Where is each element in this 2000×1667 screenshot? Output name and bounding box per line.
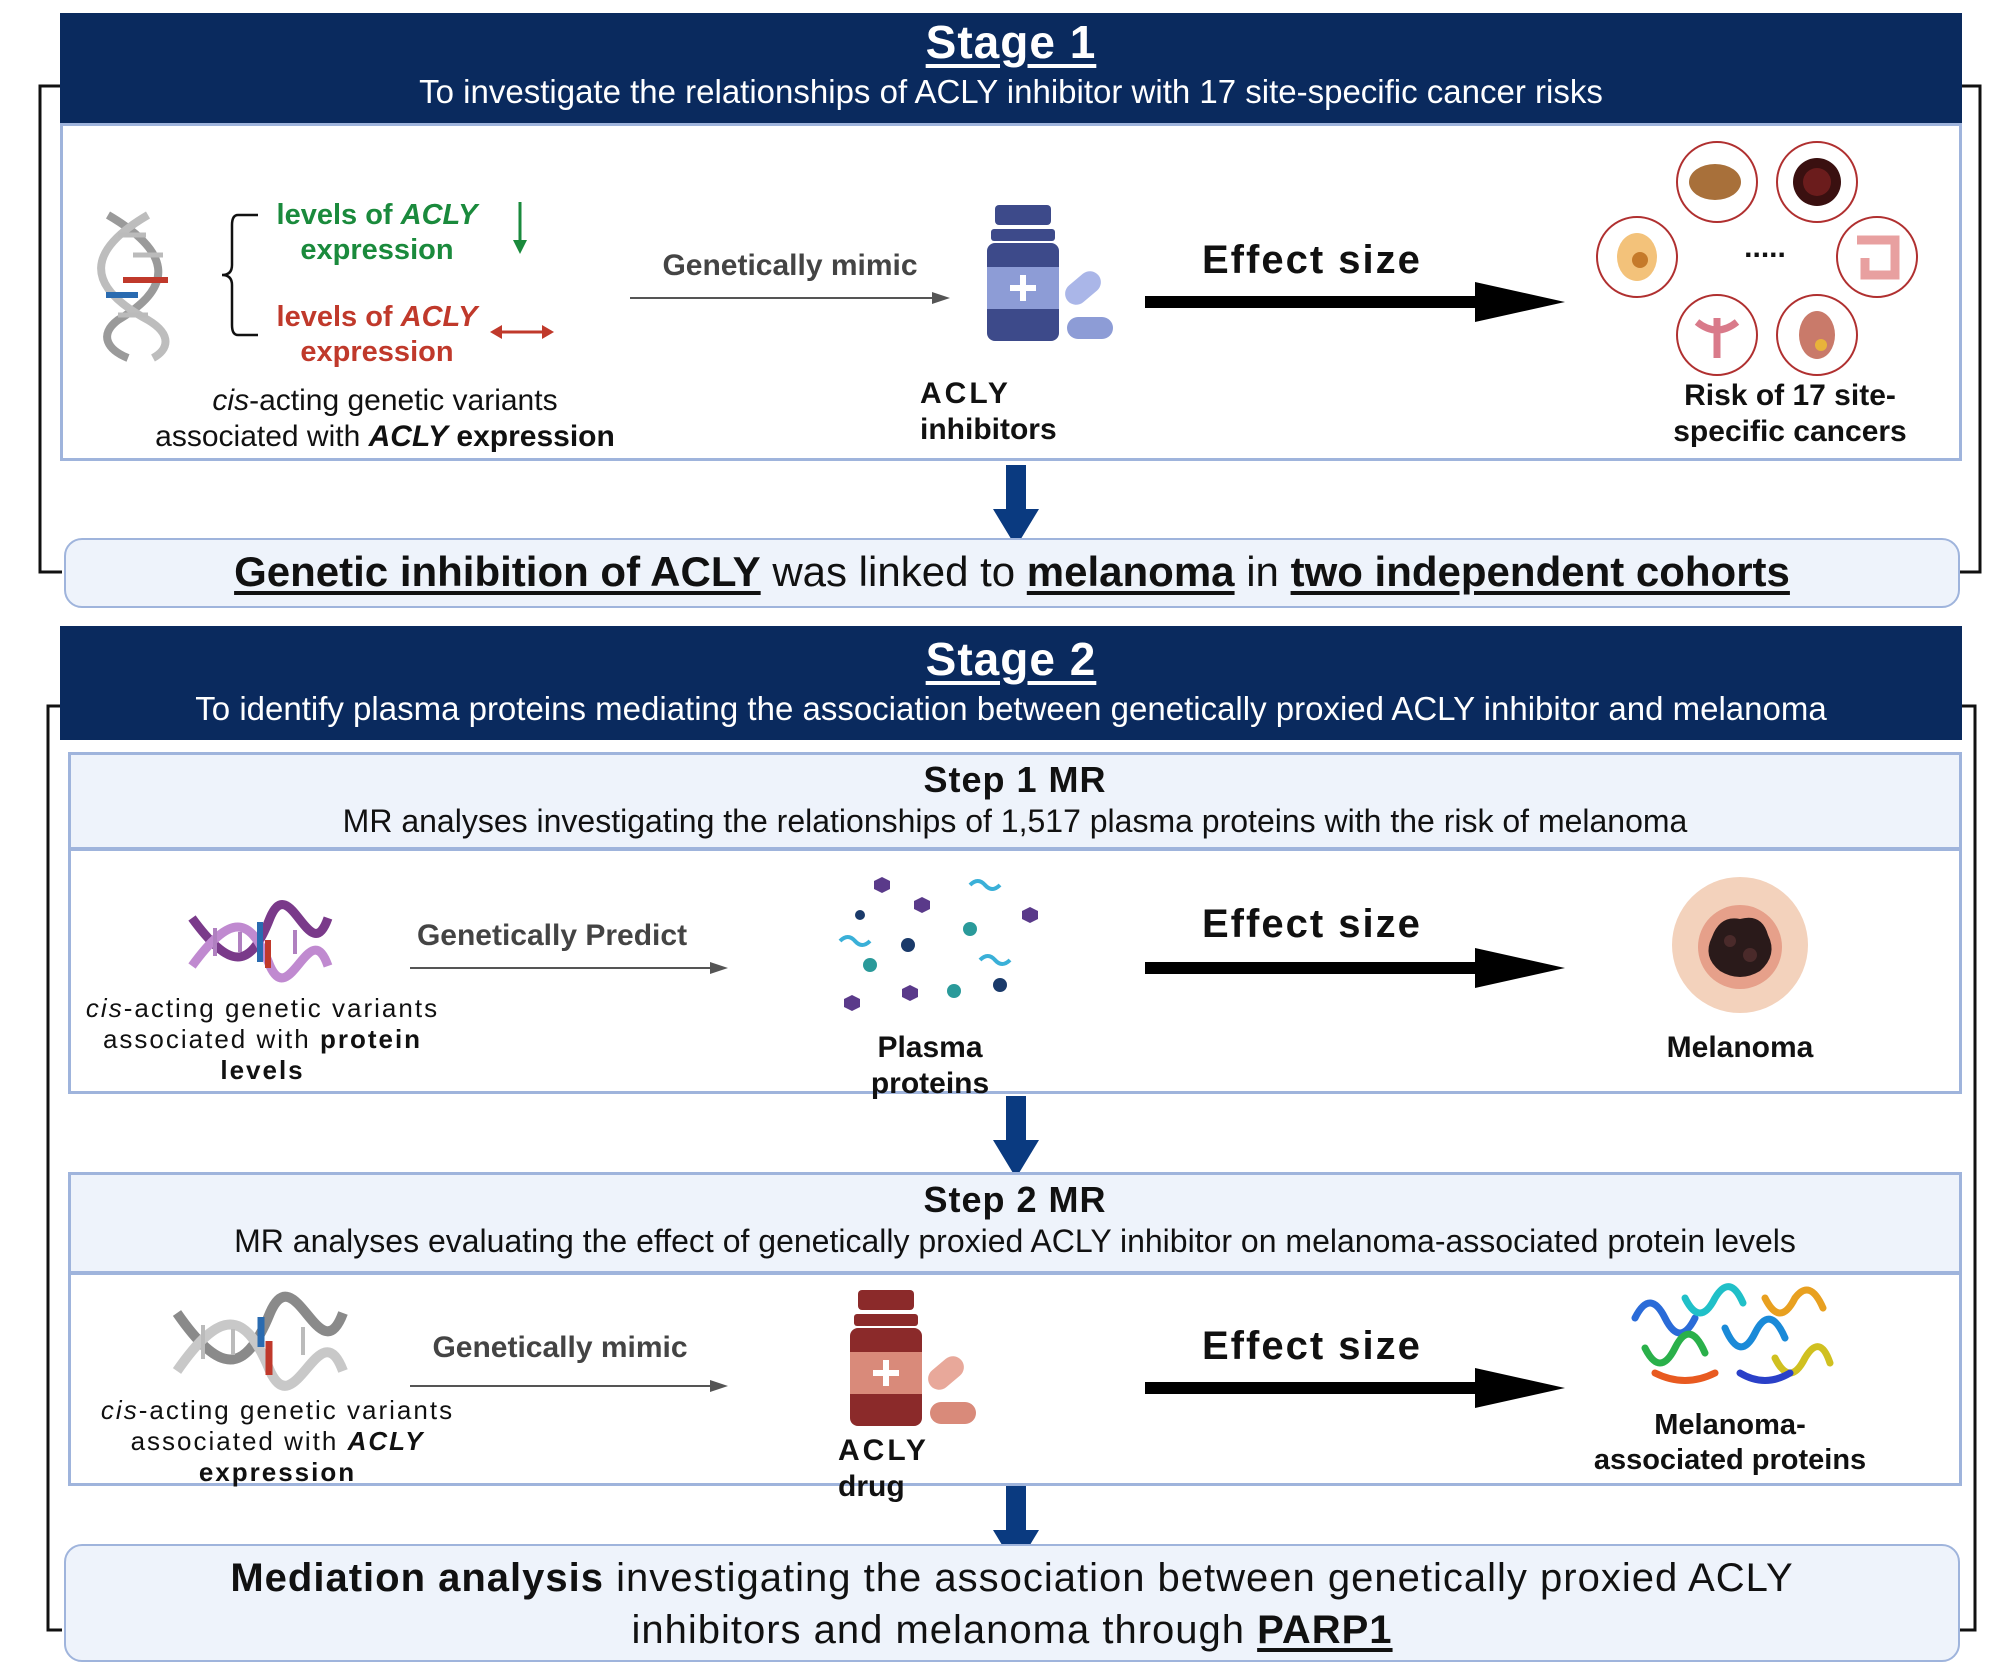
cancer-organs-icon — [1596, 141, 1918, 376]
stage2-title: Stage 2 — [925, 633, 1097, 685]
mediation-rest1: investigating the association between ge… — [604, 1556, 1794, 1600]
stage1-down-arrow — [993, 465, 1039, 547]
organs-ellipsis: ..... — [1744, 231, 1786, 264]
predict-arrow — [410, 962, 728, 974]
plasma-proteins-label: Plasma proteins — [830, 1030, 1030, 1102]
drug-bottle-icon — [987, 205, 1113, 341]
gene-name: ACLY — [400, 199, 478, 231]
protein-structure-icon — [1631, 1283, 1834, 1384]
drug-bottle-red-icon — [850, 1290, 976, 1426]
step1-panel — [68, 848, 1962, 1094]
dna-purple-icon — [188, 900, 333, 983]
outcome-line1: Risk of 17 site- — [1684, 379, 1896, 412]
outcome-line1: Melanoma- — [1654, 1409, 1806, 1441]
drug-label-2: inhibitors — [920, 413, 1057, 446]
step2-effect-label: Effect size — [1202, 1324, 1422, 1368]
dna-icon — [97, 211, 170, 362]
stage1-variants-label: cis-acting genetic variants associated w… — [135, 383, 635, 455]
stage1-title: Stage 1 — [925, 16, 1097, 68]
step2-outcome-label: Melanoma- associated proteins — [1570, 1408, 1890, 1478]
mimic-arrow — [630, 292, 950, 304]
stage1-effect-label: Effect size — [1202, 238, 1422, 282]
expression-word: expression — [300, 233, 454, 266]
dna-grey-icon — [172, 1291, 348, 1391]
result-linked: was linked to — [760, 548, 1027, 595]
result-in: in — [1234, 548, 1291, 595]
mimic-label: Genetically mimic — [662, 249, 918, 282]
predict-label: Genetically Predict — [416, 919, 688, 952]
stage2-banner: Stage 2 To identify plasma proteins medi… — [60, 626, 1962, 740]
variants-gene: ACLY — [347, 1426, 425, 1457]
cis-word: cis — [212, 384, 250, 417]
step2-variants-label: cis-acting genetic variants associated w… — [85, 1395, 470, 1489]
plasma-proteins-icon — [838, 877, 1038, 1011]
variants-line1: -acting genetic variants — [123, 993, 440, 1023]
variants-line1: -acting genetic variants — [249, 384, 558, 417]
high-expression-label: levels of ACLY expression — [262, 198, 492, 268]
melanoma-label: Melanoma — [1666, 1031, 1814, 1064]
mediation-rest2: inhibitors and melanoma through — [631, 1608, 1258, 1652]
proteins-line1: Plasma — [877, 1031, 983, 1064]
step1-effect-label: Effect size — [1202, 902, 1422, 946]
step1-title: Step 1 MR — [923, 759, 1107, 800]
cis-word: cis — [100, 1395, 139, 1425]
stage1-result: Genetic inhibition of ACLY was linked to… — [64, 538, 1960, 608]
mediation-target: PARP1 — [1257, 1608, 1393, 1652]
bidirectional-arrow-icon — [490, 325, 554, 339]
step2-effect-arrow — [1145, 1368, 1565, 1408]
brace-icon — [221, 213, 258, 337]
down-arrow-icon — [513, 202, 527, 254]
outcome-line2: specific cancers — [1673, 415, 1907, 448]
level-prefix: levels of — [276, 301, 401, 333]
mediation-box: Mediation analysis investigating the ass… — [64, 1544, 1960, 1662]
variants-line2b: protein — [319, 1024, 423, 1055]
variants-line2b: expression — [448, 420, 615, 453]
variants-line1: -acting genetic variants — [138, 1395, 455, 1425]
stage1-banner: Stage 1 To investigate the relationships… — [60, 13, 1962, 123]
drug-line2: drug — [838, 1470, 905, 1503]
stage2-subtitle: To identify plasma proteins mediating th… — [195, 690, 1827, 727]
drug-label-1: ACLY — [920, 377, 1011, 410]
variants-line3: levels — [220, 1055, 305, 1086]
variants-line3: expression — [198, 1457, 357, 1488]
gene-name: ACLY — [400, 301, 478, 333]
result-genetic-inhibition: Genetic inhibition of ACLY — [234, 548, 761, 595]
step1-subtitle: MR analyses investigating the relationsh… — [342, 803, 1688, 839]
cis-word: cis — [85, 993, 124, 1023]
step1-effect-arrow — [1145, 948, 1565, 988]
step2-header: Step 2 MR MR analyses evaluating the eff… — [68, 1172, 1962, 1274]
step2-mimic-arrow — [410, 1380, 728, 1392]
normal-expression-label: levels of ACLY expression — [262, 300, 492, 370]
step2-mimic-label: Genetically mimic — [432, 1331, 688, 1364]
drug-line1: ACLY — [838, 1434, 929, 1467]
variants-gene: ACLY — [368, 420, 449, 453]
proteins-line2: proteins — [870, 1067, 990, 1100]
variants-line2a: associated with — [102, 1024, 320, 1055]
melanoma-icon — [1672, 877, 1808, 1013]
result-melanoma: melanoma — [1026, 548, 1235, 595]
step2-subtitle: MR analyses evaluating the effect of gen… — [234, 1223, 1796, 1259]
level-prefix: levels of — [276, 199, 401, 231]
result-cohorts: two independent cohorts — [1290, 548, 1790, 595]
variants-line2a: associated with — [155, 420, 369, 453]
mediation-bold: Mediation analysis — [230, 1556, 605, 1600]
step1-variants-label: cis-acting genetic variants associated w… — [70, 993, 455, 1087]
outcome-line2: associated proteins — [1593, 1443, 1867, 1476]
stage1-outcome-label: Risk of 17 site- specific cancers — [1640, 378, 1940, 450]
expression-word: expression — [300, 335, 454, 368]
stage1-drug-label: ACLY inhibitors — [920, 376, 1100, 448]
stage1-effect-arrow — [1145, 282, 1565, 322]
step2-title: Step 2 MR — [923, 1179, 1107, 1220]
variants-line2a: associated with — [130, 1426, 348, 1457]
step-down-arrow — [993, 1096, 1039, 1178]
stage1-subtitle: To investigate the relationships of ACLY… — [419, 73, 1603, 110]
step1-header: Step 1 MR MR analyses investigating the … — [68, 752, 1962, 850]
step2-drug-label: ACLY drug — [838, 1433, 1018, 1505]
